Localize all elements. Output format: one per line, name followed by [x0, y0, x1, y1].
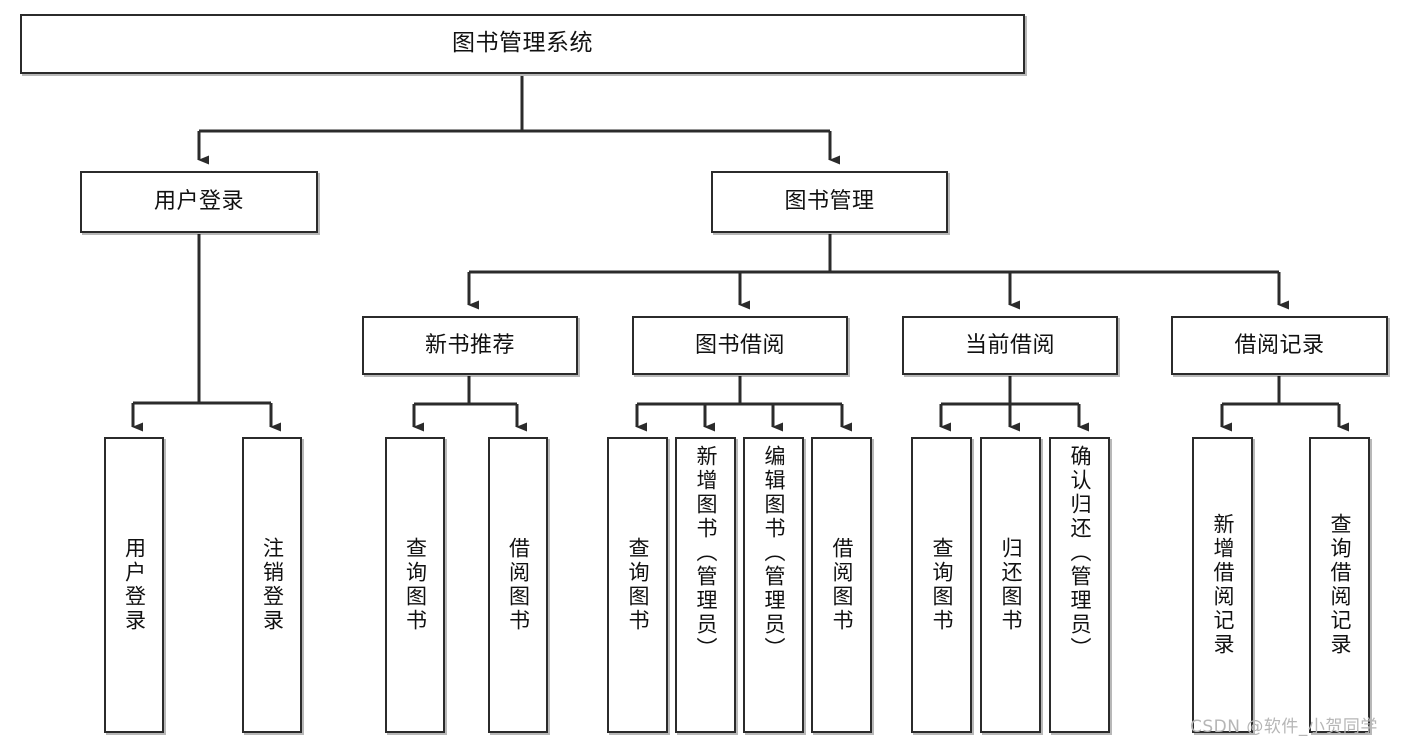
- node-label: 新书推荐: [424, 332, 515, 358]
- node-book-management[interactable]: 图书管理: [711, 171, 948, 233]
- node-leaf-edit-book-admin[interactable]: 编辑图书（管理员）: [743, 437, 804, 733]
- node-leaf-borrow-books-recommend[interactable]: 借阅图书: [488, 437, 548, 733]
- node-leaf-return-book[interactable]: 归还图书: [980, 437, 1041, 733]
- node-leaf-query-books-current[interactable]: 查询图书: [911, 437, 972, 733]
- node-leaf-user-login[interactable]: 用户登录: [104, 437, 164, 733]
- node-new-book-recommendation[interactable]: 新书推荐: [362, 316, 578, 375]
- node-label: 图书管理系统: [452, 30, 593, 57]
- node-leaf-borrow-book[interactable]: 借阅图书: [811, 437, 872, 733]
- node-label: 图书借阅: [694, 332, 785, 358]
- node-label: 用户登录: [122, 537, 147, 633]
- node-label: 确认归还（管理员）: [1068, 445, 1092, 661]
- node-label: 借阅图书: [506, 537, 531, 633]
- node-label: 查询图书: [930, 537, 954, 633]
- node-label: 当前借阅: [964, 332, 1055, 358]
- node-label: 查询借阅记录: [1328, 513, 1352, 657]
- node-leaf-confirm-return-admin[interactable]: 确认归还（管理员）: [1049, 437, 1110, 733]
- node-leaf-add-borrow-record[interactable]: 新增借阅记录: [1192, 437, 1253, 733]
- node-label: 用户登录: [153, 189, 244, 215]
- node-label: 查询图书: [403, 537, 428, 633]
- node-label: 新增借阅记录: [1211, 513, 1235, 657]
- node-label: 新增图书（管理员）: [694, 445, 718, 661]
- node-label: 借阅图书: [830, 537, 854, 633]
- node-label: 归还图书: [999, 537, 1023, 633]
- node-label: 查询图书: [626, 537, 650, 633]
- node-book-borrowing[interactable]: 图书借阅: [632, 316, 848, 375]
- node-label: 编辑图书（管理员）: [762, 445, 786, 661]
- node-label: 注销登录: [260, 537, 285, 633]
- node-leaf-add-book-admin[interactable]: 新增图书（管理员）: [675, 437, 736, 733]
- node-leaf-logout[interactable]: 注销登录: [242, 437, 302, 733]
- node-label: 借阅记录: [1234, 332, 1325, 358]
- node-leaf-query-borrow-record[interactable]: 查询借阅记录: [1309, 437, 1370, 733]
- node-current-borrowing[interactable]: 当前借阅: [902, 316, 1118, 375]
- csdn-watermark: CSDN @软件_小贺同学: [1190, 717, 1378, 737]
- node-root-book-management-system[interactable]: 图书管理系统: [20, 14, 1025, 74]
- node-label: 图书管理: [784, 189, 875, 215]
- node-leaf-query-books-borrow[interactable]: 查询图书: [607, 437, 668, 733]
- node-borrowing-records[interactable]: 借阅记录: [1171, 316, 1388, 375]
- node-leaf-query-books-recommend[interactable]: 查询图书: [385, 437, 445, 733]
- node-user-login[interactable]: 用户登录: [80, 171, 318, 233]
